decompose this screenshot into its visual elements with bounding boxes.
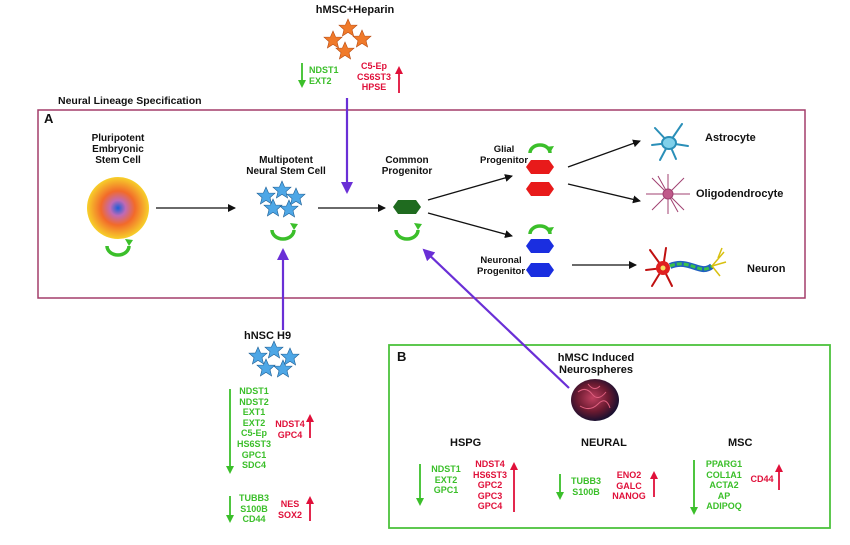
oligodendrocyte-cell: [646, 174, 690, 214]
pluripotent-label: Pluripotent Embryonic Stem Cell: [91, 133, 145, 166]
panel-a-box: [37, 109, 806, 299]
neuron-cell: [645, 247, 727, 287]
neural-down-genes: TUBB3 S100B: [570, 476, 601, 497]
purple-arrow-neurospheres: [422, 248, 570, 389]
msc-down-genes: PPARG1 COL1A1 ACTA2 AP ADIPOQ: [705, 459, 743, 512]
heparin-down-genes: NDST1 EXT2: [309, 65, 339, 86]
neuronal-curl-arrow: [528, 224, 556, 236]
msc-up-genes: CD44: [750, 474, 774, 484]
heparin-stars: [323, 18, 372, 60]
msc-heading: MSC: [728, 437, 753, 449]
neurospheres-title: hMSC Induced Neurospheres: [557, 352, 635, 376]
neural-heading: NEURAL: [581, 437, 627, 449]
neuron-label: Neuron: [747, 263, 786, 275]
hnsc-down-genes: NDST1 NDST2 EXT1 EXT2 C5-Ep HS6ST3 GPC1 …: [236, 386, 271, 471]
glial-hex-2: [526, 182, 554, 196]
panel-b-box: [388, 344, 831, 529]
neuronal-hex-1: [526, 239, 554, 253]
hnsc-up-genes: NDST4 GPC4: [275, 419, 305, 440]
common-progenitor-hexagon: [393, 200, 421, 214]
esc-self-renewal-arrow: [105, 237, 135, 257]
hnsc-title: hNSC H9: [244, 330, 292, 342]
astrocyte-cell: [651, 123, 689, 161]
hspg-heading: HSPG: [450, 437, 482, 449]
common-progenitor-renewal-arrow: [394, 221, 424, 241]
astrocyte-label: Astrocyte: [705, 132, 756, 144]
hnsc-stars: [248, 340, 300, 378]
panel-b-label: B: [397, 349, 407, 364]
oligodendrocyte-label: Oligodendrocyte: [696, 188, 784, 200]
embryonic-stem-cell: [87, 177, 149, 239]
hspg-down-genes: NDST1 EXT2 GPC1: [431, 464, 461, 496]
hnsc-down-genes-2: TUBB3 S100B CD44: [238, 493, 269, 525]
neurosphere: [571, 379, 619, 421]
heparin-title: hMSC+Heparin: [315, 4, 395, 16]
glial-progenitor-label: Glial Progenitor: [479, 144, 529, 166]
heparin-up-genes: C5-Ep CS6ST3 HPSE: [356, 61, 391, 93]
common-progenitor-label: Common Progenitor: [381, 155, 433, 177]
glial-curl-arrow: [528, 143, 556, 155]
nsc-self-renewal-arrow: [270, 221, 300, 241]
multipotent-label: Multipotent Neural Stem Cell: [246, 155, 326, 177]
hnsc-up-genes-2: NES SOX2: [277, 499, 302, 520]
hspg-up-genes: NDST4 HS6ST3 GPC2 GPC3 GPC4: [472, 459, 507, 512]
neuronal-progenitor-label: Neuronal Progenitor: [476, 255, 526, 277]
arrow-glial-to-oligodendrocyte: [567, 183, 641, 204]
section-title: Neural Lineage Specification: [58, 95, 202, 107]
arrow-common-to-neuronal: [427, 212, 513, 239]
neural-stem-cell-stars: [256, 180, 306, 218]
panel-a-label: A: [44, 111, 54, 126]
neural-up-genes: ENO2 GALC NANOG: [612, 470, 646, 502]
arrow-glial-to-astrocyte: [567, 139, 641, 168]
arrow-common-to-glial: [427, 174, 513, 201]
